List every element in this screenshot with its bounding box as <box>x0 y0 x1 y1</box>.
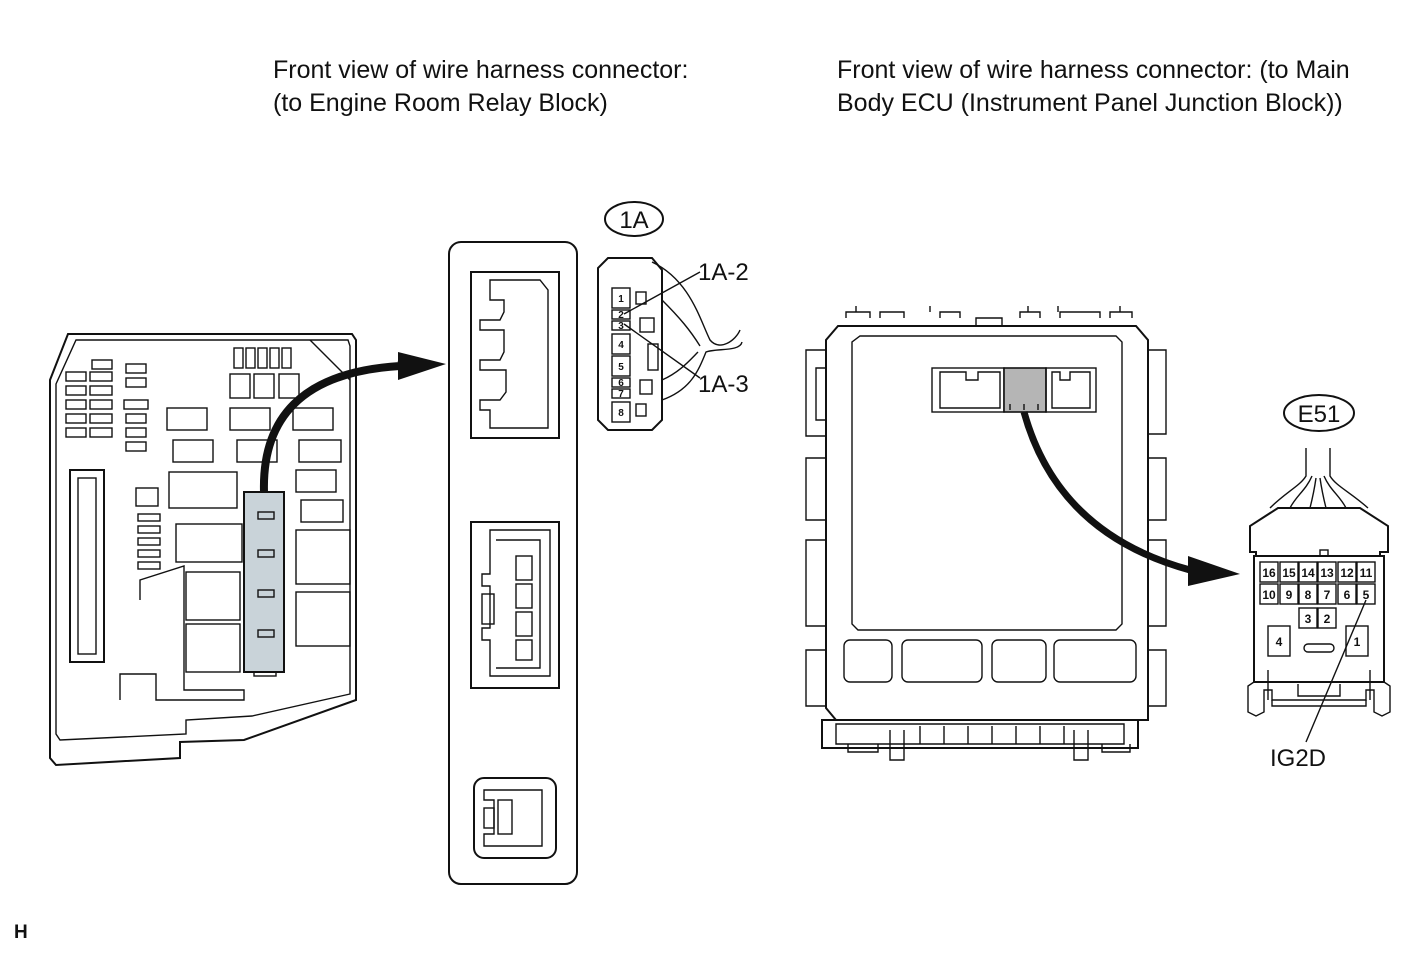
pin-1a-2: 2 <box>618 310 624 321</box>
pin-e51-8: 8 <box>1305 588 1312 602</box>
right-caption-line1: Front view of wire harness connector: (t… <box>837 56 1350 84</box>
connector-1a-id: 1A <box>619 207 648 234</box>
pin-1a-8: 8 <box>618 408 624 419</box>
pin-e51-2: 2 <box>1324 612 1331 626</box>
relay-block-connector-highlight <box>243 491 285 673</box>
pin-e51-9: 9 <box>1286 588 1293 602</box>
pin-e51-13: 13 <box>1320 566 1334 580</box>
pin-e51-7: 7 <box>1324 588 1331 602</box>
callout-1a-2: 1A-2 <box>698 259 749 286</box>
e51-pin-grid: 16 15 14 13 12 11 10 9 8 7 6 5 3 2 4 1 <box>1259 561 1376 657</box>
pin-1a-4: 4 <box>618 340 624 351</box>
pin-e51-5: 5 <box>1363 588 1370 602</box>
callout-ig2d: IG2D <box>1270 745 1326 772</box>
connector-1a-badge <box>604 201 664 237</box>
left-caption-line2: (to Engine Room Relay Block) <box>273 89 608 117</box>
engine-room-relay-block <box>49 333 357 767</box>
right-caption-line2: Body ECU (Instrument Panel Junction Bloc… <box>837 89 1343 117</box>
pin-1a-3: 3 <box>618 321 624 332</box>
arrowhead-1 <box>398 352 446 380</box>
pin-e51-15: 15 <box>1282 566 1296 580</box>
pin-e51-4: 4 <box>1276 635 1283 649</box>
main-body-ecu <box>805 306 1167 761</box>
figure-code: H <box>14 922 28 943</box>
left-caption-line1: Front view of wire harness connector: <box>273 56 689 84</box>
pin-e51-16: 16 <box>1262 566 1276 580</box>
connector-panel <box>448 241 578 885</box>
connector-e51-id: E51 <box>1298 401 1341 428</box>
pin-e51-10: 10 <box>1262 588 1276 602</box>
pin-1a-1: 1 <box>618 294 624 305</box>
pin-e51-6: 6 <box>1344 588 1351 602</box>
ecu-to-e51-arrow <box>1020 411 1191 574</box>
pin-1a-7: 7 <box>618 389 624 400</box>
pin-1a-5: 5 <box>618 362 624 373</box>
relay-to-connector-arrow <box>259 361 408 493</box>
long-slot <box>69 469 105 663</box>
pin-e51-11: 11 <box>1360 566 1373 580</box>
pin-e51-14: 14 <box>1301 566 1315 580</box>
fuse-grid-left <box>65 359 149 452</box>
arrowhead-2 <box>1188 556 1240 586</box>
connector-1a: 1A 1 2 3 4 5 6 7 8 <box>597 201 749 431</box>
pin-e51-3: 3 <box>1305 612 1312 626</box>
connector-e51: E51 <box>1247 394 1391 772</box>
ecu-connector-highlight <box>1003 367 1047 413</box>
pin-e51-12: 12 <box>1340 566 1354 580</box>
connector-e51-badge <box>1283 394 1355 432</box>
mini-fuse-row <box>229 347 300 399</box>
pin-e51-1: 1 <box>1354 635 1361 649</box>
callout-1a-3: 1A-3 <box>698 371 749 398</box>
pin-1a-6: 6 <box>618 378 624 389</box>
relay-blocks <box>135 407 351 673</box>
